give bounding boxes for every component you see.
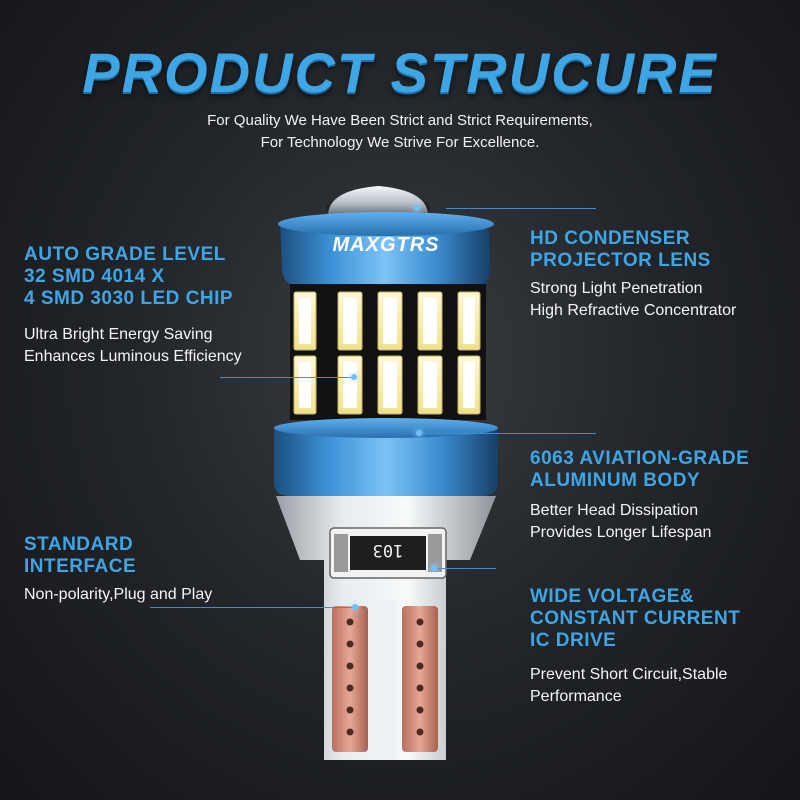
body-marker-dot — [416, 430, 422, 436]
feature-body-desc: Better Head Dissipation Provides Longer … — [530, 502, 712, 541]
led-chip-emitter — [383, 362, 397, 408]
contact-hole — [346, 618, 354, 626]
contact-right — [402, 606, 438, 752]
contact-hole — [416, 706, 424, 714]
led-chip-emitter — [343, 362, 357, 408]
subtitle-line-1: For Quality We Have Been Strict and Stri… — [207, 112, 593, 129]
led-chip-emitter — [463, 298, 475, 344]
resistor-code: 103 — [372, 540, 404, 560]
feature-led-desc: Ultra Bright Energy Saving Enhances Lumi… — [24, 326, 242, 365]
feature-led-title: AUTO GRADE LEVEL 32 SMD 4014 X 4 SMD 303… — [24, 244, 234, 309]
top-aluminum-cap — [280, 222, 490, 286]
leader-lens — [446, 208, 596, 209]
feature-interface-desc: Non-polarity,Plug and Play — [24, 586, 213, 603]
page-title: PRODUCT STRUCURE — [82, 41, 718, 104]
led-chip-array — [293, 291, 481, 415]
led-chip-emitter — [299, 362, 311, 408]
feature-drive-title: WIDE VOLTAGE& CONSTANT CURRENT IC DRIVE — [530, 586, 741, 651]
subtitle-line-2: For Technology We Strive For Excellence. — [260, 134, 540, 151]
contact-hole — [346, 640, 354, 648]
interface-marker-dot — [352, 604, 358, 610]
contact-hole — [416, 684, 424, 692]
feature-drive-desc: Prevent Short Circuit,Stable Performance — [530, 666, 728, 705]
lens-marker-dot — [414, 205, 420, 211]
contact-left — [332, 606, 368, 752]
feature-lens-title: HD CONDENSER PROJECTOR LENS — [530, 228, 711, 271]
aluminum-body — [274, 424, 498, 496]
led-chip-emitter — [463, 362, 475, 408]
contact-hole — [346, 706, 354, 714]
contact-hole — [416, 640, 424, 648]
contact-hole — [346, 728, 354, 736]
led-chip-emitter — [423, 362, 437, 408]
led-chip-emitter — [423, 298, 437, 344]
feature-lens-desc: Strong Light Penetration High Refractive… — [530, 280, 737, 319]
drive-marker-dot — [431, 565, 437, 571]
leader-led — [220, 377, 354, 378]
brand-logo: MAXGTRS — [332, 234, 440, 256]
contact-hole — [416, 662, 424, 670]
contact-hole — [346, 662, 354, 670]
contact-hole — [416, 618, 424, 626]
leader-body — [420, 433, 596, 434]
contact-hole — [416, 728, 424, 736]
led-chip-emitter — [383, 298, 397, 344]
led-chip-emitter — [343, 298, 357, 344]
leader-drive — [434, 568, 496, 569]
projector-lens — [328, 186, 428, 214]
led-marker-dot — [351, 374, 357, 380]
led-chip-emitter — [299, 298, 311, 344]
leader-interface — [150, 607, 355, 608]
feature-body-title: 6063 AVIATION-GRADE ALUMINUM BODY — [530, 448, 750, 491]
contact-hole — [346, 684, 354, 692]
feature-interface-title: STANDARD INTERFACE — [24, 534, 137, 577]
